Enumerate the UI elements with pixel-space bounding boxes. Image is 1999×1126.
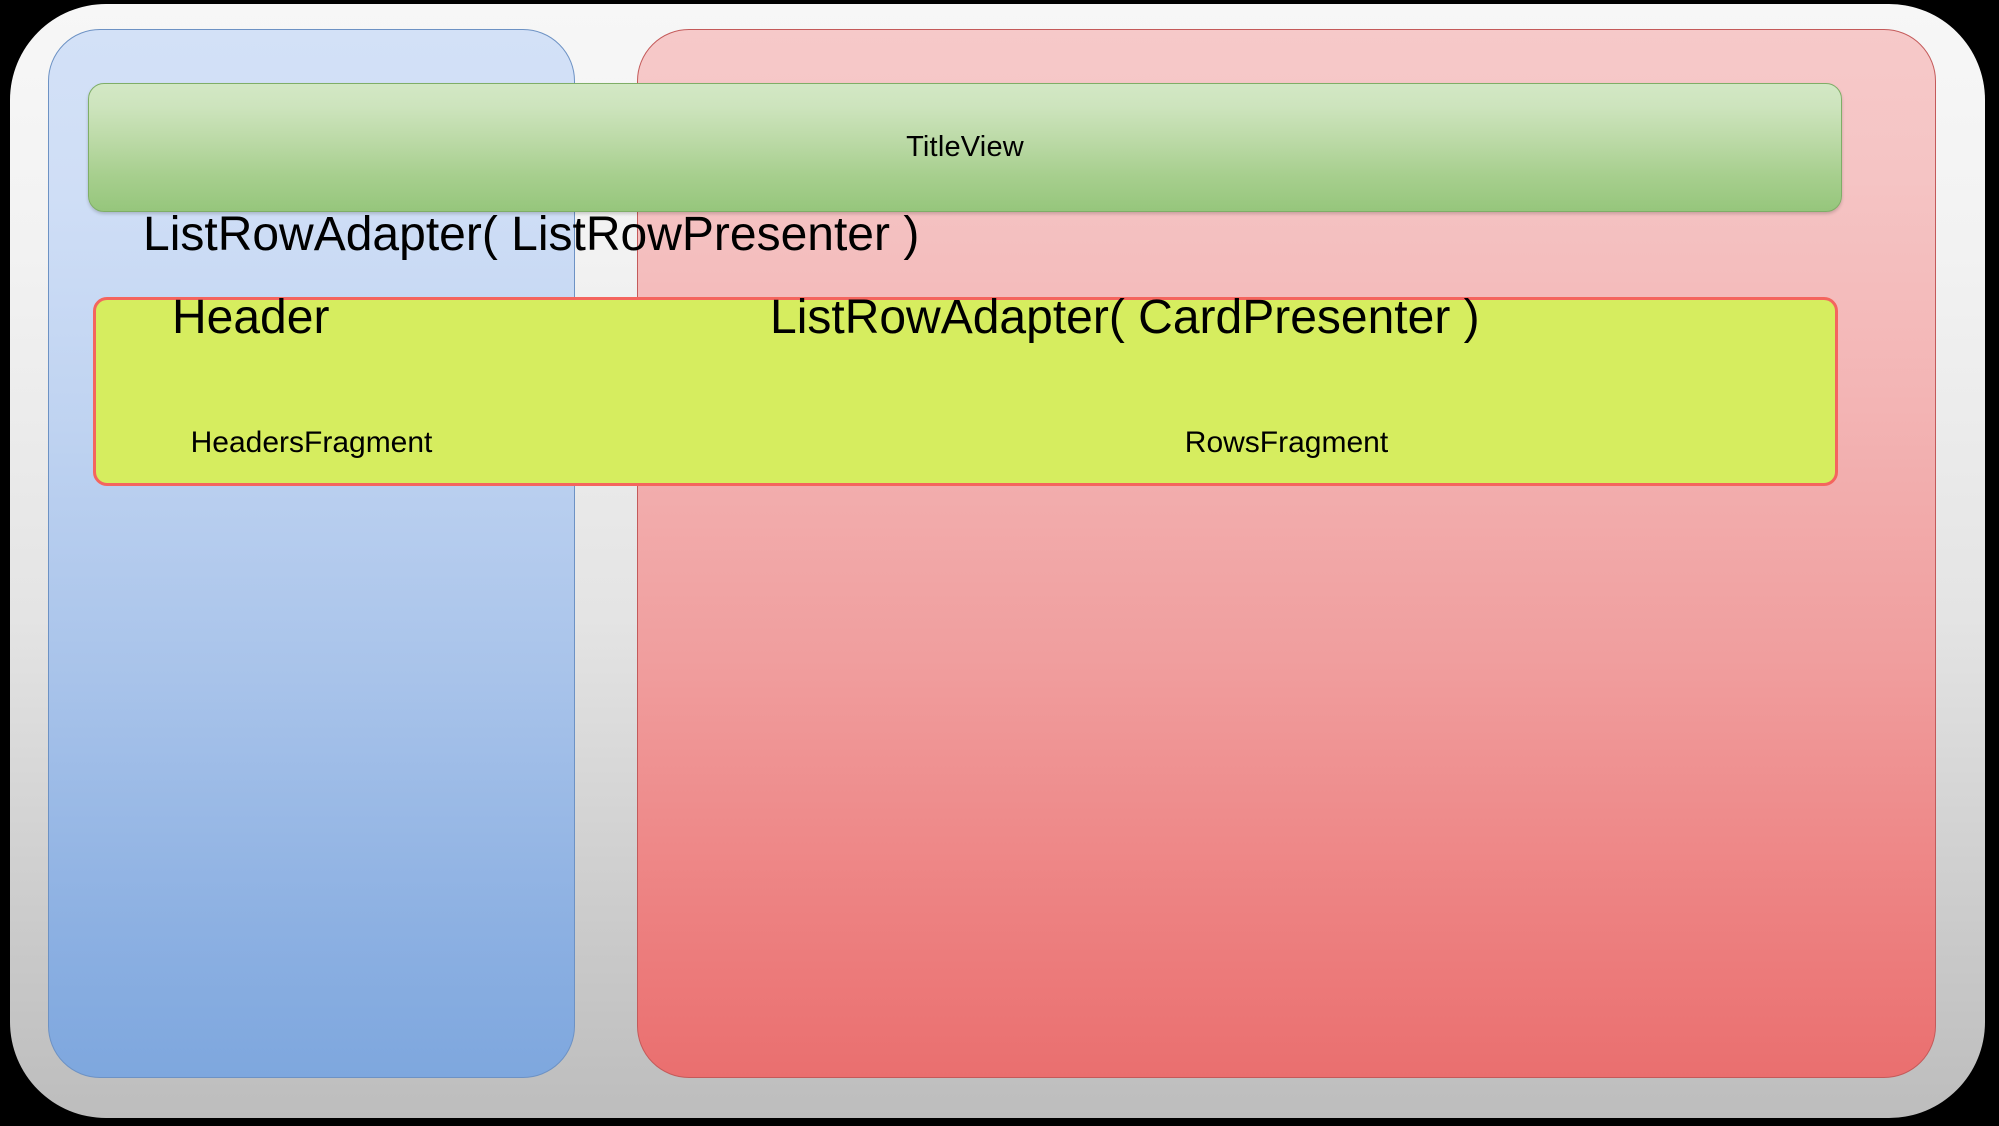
title-view-bar: TitleView (88, 83, 1842, 212)
list-row-adapter-list-row-presenter-label: ListRowAdapter( ListRowPresenter ) (143, 208, 920, 261)
list-row-adapter-card-presenter-label: ListRowAdapter( CardPresenter ) (770, 291, 1480, 344)
title-view-label: TitleView (906, 131, 1024, 163)
rows-fragment-label: RowsFragment (1184, 426, 1389, 459)
headers-fragment-label: HeadersFragment (190, 426, 433, 459)
header-label: Header (172, 291, 330, 344)
list-row-adapter-box (93, 297, 1838, 486)
